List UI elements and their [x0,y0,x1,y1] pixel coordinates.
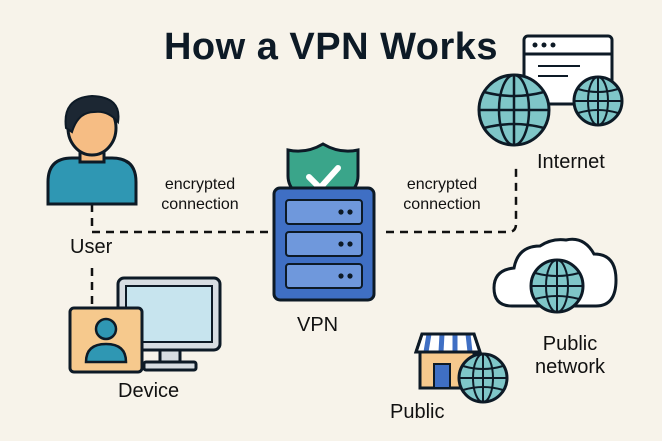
cloud-globe-icon [492,237,618,314]
vpn-label: VPN [297,314,339,336]
public-network-label: Public network [534,333,606,378]
user-avatar-icon [46,94,138,206]
edge-user-vpn [90,204,272,234]
public-label: Public [390,401,445,423]
diagram-title: How a VPN Works [163,26,499,68]
edge-label-user-vpn: encrypted connection [161,176,239,213]
globe-browser-icon [477,34,624,147]
vpn-server-shield-icon [272,142,376,302]
edge-vpn-internet [386,165,518,234]
edge-label-vpn-internet: encrypted connection [403,176,481,213]
user-label: User [70,236,113,258]
internet-label: Internet [537,151,605,173]
device-contact-card-icon [68,306,144,374]
storefront-globe-icon [413,332,509,404]
device-label: Device [118,380,180,402]
